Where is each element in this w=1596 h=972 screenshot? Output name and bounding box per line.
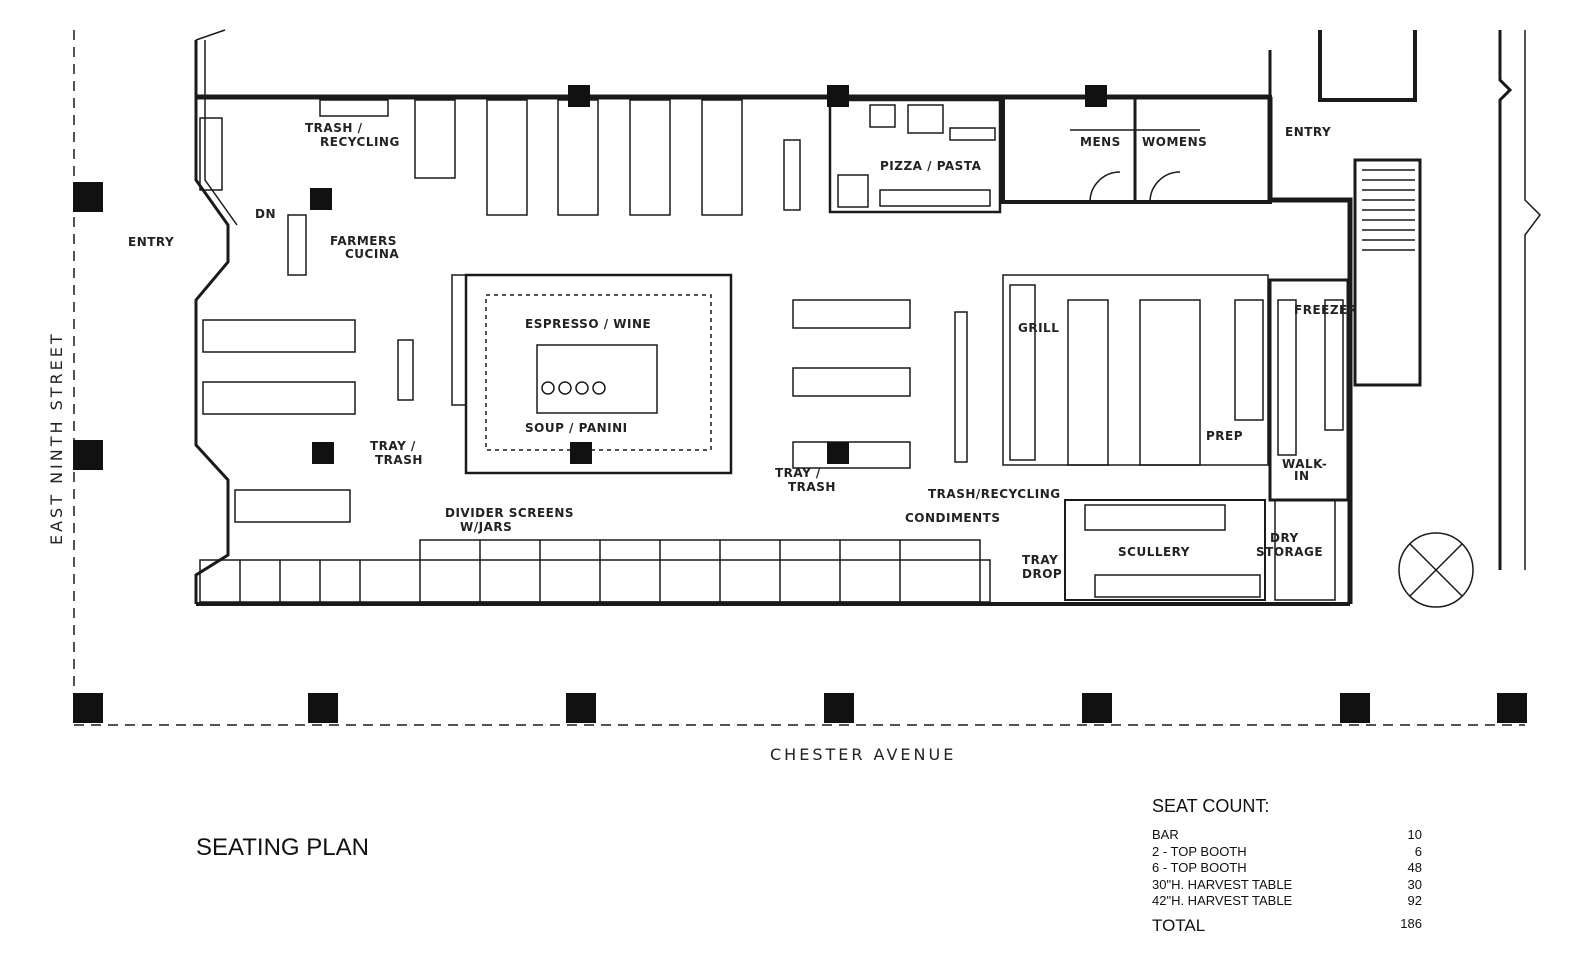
dn-label: DN bbox=[255, 207, 276, 221]
seat-row: 42"H. HARVEST TABLE 92 bbox=[1152, 893, 1422, 910]
entry-label-east: ENTRY bbox=[1285, 125, 1331, 139]
tray-trash-west-label-1: TRAY / bbox=[370, 439, 416, 453]
east-wall bbox=[1267, 97, 1353, 604]
seat-row-label: 42"H. HARVEST TABLE bbox=[1152, 893, 1293, 908]
pizza-pasta-station bbox=[828, 98, 1002, 214]
tray-trash-center-label-1: TRAY / bbox=[775, 466, 821, 480]
restrooms bbox=[1001, 95, 1272, 204]
mens-label: MENS bbox=[1080, 135, 1121, 149]
seat-count-table: SEAT COUNT: BAR 10 2 - TOP BOOTH 6 6 - T… bbox=[1152, 796, 1422, 936]
kitchen-line bbox=[1002, 274, 1269, 466]
trash-recycling-east-label: TRASH/RECYCLING bbox=[928, 487, 1061, 501]
seat-row: 2 - TOP BOOTH 6 bbox=[1152, 844, 1422, 861]
harvest-tables-north bbox=[414, 99, 801, 216]
freezer-label: FREEZER bbox=[1294, 303, 1357, 317]
farmers-label-2: CUCINA bbox=[345, 247, 399, 261]
espresso-wine-label: ESPRESSO / WINE bbox=[525, 317, 651, 331]
prep-label: PREP bbox=[1206, 429, 1243, 443]
seat-row-value: 10 bbox=[1407, 827, 1422, 842]
espresso-wine-bar bbox=[451, 273, 733, 475]
womens-label: WOMENS bbox=[1142, 135, 1207, 149]
seat-total-row: TOTAL 186 bbox=[1152, 916, 1422, 936]
tray-trash-west-label-2: TRASH bbox=[375, 453, 423, 467]
harvest-tables-center bbox=[792, 299, 968, 469]
seat-row-value: 30 bbox=[1407, 876, 1422, 892]
tray-drop-label-1: TRAY bbox=[1022, 553, 1058, 567]
seat-row-value: 48 bbox=[1407, 860, 1422, 875]
revolving-door-icon bbox=[1398, 532, 1474, 608]
street-label-south: CHESTER AVENUE bbox=[770, 745, 956, 764]
divider-label-1: DIVIDER SCREENS bbox=[445, 506, 574, 520]
divider-label-2: W/JARS bbox=[460, 520, 512, 534]
stairs bbox=[1353, 158, 1422, 387]
seat-row-value: 6 bbox=[1414, 843, 1422, 859]
tray-trash-center-label-2: TRASH bbox=[788, 480, 836, 494]
seat-row-label: 30"H. HARVEST TABLE bbox=[1152, 876, 1293, 892]
scullery-label: SCULLERY bbox=[1118, 545, 1190, 559]
soup-panini-label: SOUP / PANINI bbox=[525, 421, 628, 435]
structural-columns bbox=[73, 85, 1527, 723]
pizza-pasta-label: PIZZA / PASTA bbox=[880, 159, 982, 173]
seat-row-label: BAR bbox=[1152, 827, 1179, 842]
seat-row: 30"H. HARVEST TABLE 30 bbox=[1152, 877, 1422, 894]
condiments-label: CONDIMENTS bbox=[905, 511, 1001, 525]
walk-in-label-2: IN bbox=[1294, 469, 1310, 483]
trash-recycling-label-1: TRASH / bbox=[305, 121, 363, 135]
street-label-west: EAST NINTH STREET bbox=[47, 331, 66, 545]
seat-row: BAR 10 bbox=[1152, 827, 1422, 844]
scullery bbox=[1064, 499, 1336, 601]
seat-row: 6 - TOP BOOTH 48 bbox=[1152, 860, 1422, 877]
trash-bins bbox=[199, 99, 389, 276]
dry-storage-label-1: DRY bbox=[1270, 531, 1299, 545]
entry-label-west: ENTRY bbox=[128, 235, 174, 249]
west-facade bbox=[194, 40, 230, 604]
tray-drop-label-2: DROP bbox=[1022, 567, 1062, 581]
trash-recycling-label-2: RECYCLING bbox=[320, 135, 400, 149]
seat-total-label: TOTAL bbox=[1152, 915, 1206, 935]
seat-row-label: 6 - TOP BOOTH bbox=[1152, 860, 1247, 875]
farmers-label-1: FARMERS bbox=[330, 234, 397, 248]
walk-in-label-1: WALK- bbox=[1282, 457, 1327, 471]
seat-row-label: 2 - TOP BOOTH bbox=[1152, 843, 1247, 859]
dry-storage-label-2: STORAGE bbox=[1256, 545, 1323, 559]
seat-total-value: 186 bbox=[1400, 915, 1422, 931]
booths-south bbox=[199, 539, 991, 603]
grill-label: GRILL bbox=[1018, 321, 1059, 335]
seat-count-heading: SEAT COUNT: bbox=[1152, 796, 1270, 816]
page-title: SEATING PLAN bbox=[196, 834, 369, 861]
booth-tables-west bbox=[202, 319, 414, 523]
seat-row-value: 92 bbox=[1407, 893, 1422, 908]
